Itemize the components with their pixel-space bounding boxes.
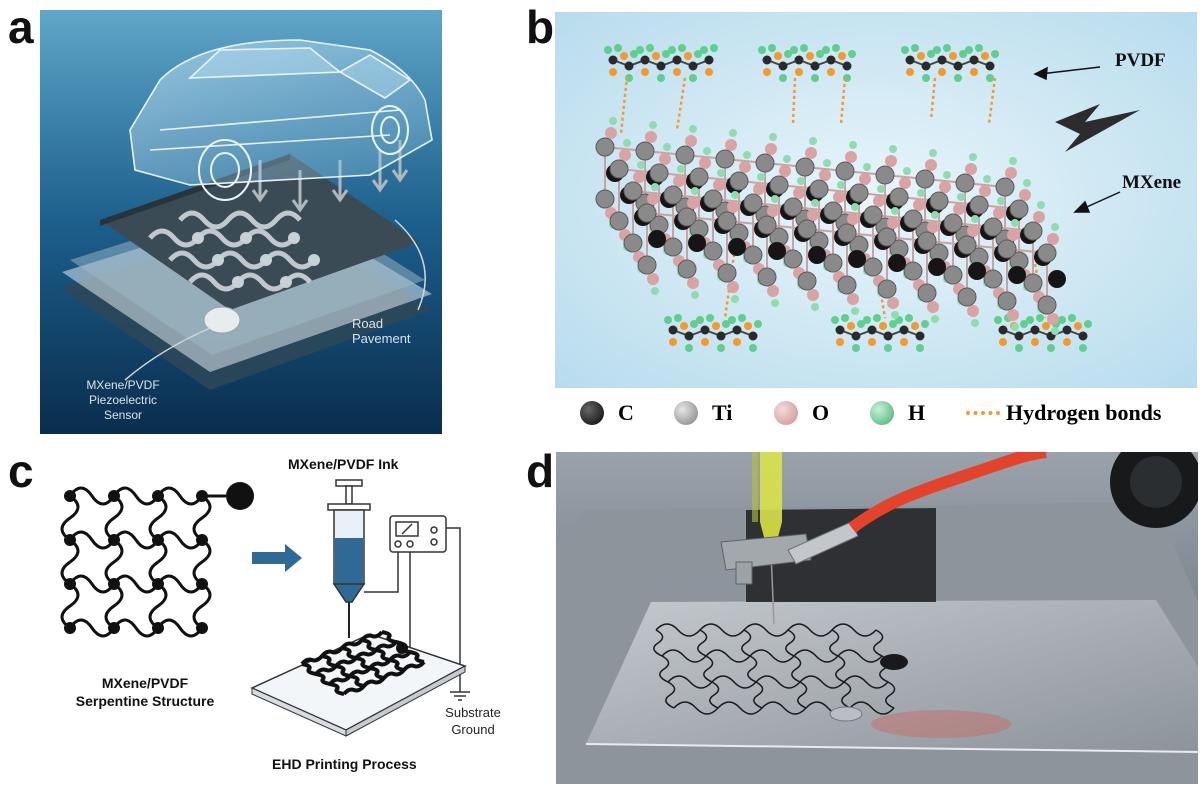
panel-c-illustration: MXene/PVDF Ink MXene/PVDF Serpentine Str… xyxy=(40,452,510,784)
legend-label-o: O xyxy=(812,400,830,425)
panel-c-svg xyxy=(60,479,470,737)
hydrogen-bonds-group xyxy=(619,75,1047,319)
sensor-label-line-1: MXene/PVDF xyxy=(86,378,160,392)
titanium-atom-icon xyxy=(674,401,698,425)
mxene-arrow-icon xyxy=(1073,191,1121,213)
solder-joint-icon xyxy=(829,706,863,722)
pvdf-arrow-icon xyxy=(1033,66,1101,81)
electrode-pad-icon xyxy=(880,654,908,670)
printed-pattern-icon xyxy=(300,630,426,696)
legend-label-ti: Ti xyxy=(712,400,733,425)
printed-serpentine-icon xyxy=(653,623,896,715)
legend-label-c: C xyxy=(618,400,634,425)
sensor-pad-icon xyxy=(203,306,241,334)
panel-d-letter: d xyxy=(526,445,555,497)
panel-d-photo xyxy=(556,452,1198,784)
red-reflection xyxy=(871,710,1011,738)
sensor-pointer-line xyxy=(124,327,211,381)
process-label: EHD Printing Process xyxy=(272,756,417,772)
alligator-clip-icon xyxy=(787,521,859,565)
panel-b-svg xyxy=(555,12,1197,388)
atom-legend: C Ti O H Hydrogen bonds xyxy=(572,396,1197,430)
glass-substrate xyxy=(586,600,1198,752)
circuit-wires xyxy=(364,527,461,692)
sensor-label-line-2: Piezoelectric xyxy=(88,393,158,407)
dark-plate xyxy=(746,508,936,602)
ink-label: MXene/PVDF Ink xyxy=(288,456,399,472)
substrate-label: Substrate Ground xyxy=(438,704,508,738)
substrate-label-line-2: Ground xyxy=(451,722,495,737)
pvdf-chains-group xyxy=(604,44,1092,352)
sensor-label-line-3: Sensor xyxy=(103,408,143,422)
serpentine-structure-icon xyxy=(60,486,226,638)
legend-label-h: H xyxy=(908,400,926,425)
oxygen-atom-icon xyxy=(774,401,798,425)
red-cable-icon xyxy=(848,452,1047,533)
legend-item-o: O xyxy=(774,400,829,426)
panel-b-illustration: PVDF MXene xyxy=(555,12,1197,388)
legend-label-hbond: Hydrogen bonds xyxy=(1006,400,1162,425)
hydrogen-bond-icon xyxy=(966,411,1000,415)
road-pointer-line xyxy=(394,219,426,311)
substrate-label-line-1: Substrate xyxy=(445,705,501,720)
structure-label: MXene/PVDF Serpentine Structure xyxy=(60,674,230,710)
car-wheel-icon xyxy=(198,105,409,201)
voltage-source-icon xyxy=(389,515,447,553)
sensor-label: MXene/PVDF Piezoelectric Sensor xyxy=(58,378,188,423)
panel-d-svg xyxy=(556,452,1198,784)
syringe-barrel-icon xyxy=(760,452,782,522)
nozzle-clamp-icon xyxy=(720,533,812,571)
legend-item-ti: Ti xyxy=(674,400,732,426)
lightning-icon xyxy=(1055,104,1140,152)
carbon-atom-icon xyxy=(580,401,604,425)
sensor-nodes-icon xyxy=(192,232,320,288)
hydrogen-atom-icon xyxy=(870,401,894,425)
panel-a-letter: a xyxy=(8,1,34,53)
legend-item-h: H xyxy=(870,400,925,426)
process-arrow-icon xyxy=(252,544,302,572)
structure-label-line-2: Serpentine Structure xyxy=(75,693,215,709)
panel-a-svg xyxy=(40,10,442,434)
legend-item-c: C xyxy=(580,400,634,426)
panel-c-letter: c xyxy=(8,445,34,497)
mxene-lattice-group xyxy=(595,117,1066,335)
mxene-label: MXene xyxy=(1122,172,1182,193)
ground-icon xyxy=(450,691,470,701)
pvdf-label: PVDF xyxy=(1115,50,1166,71)
contact-pad-icon xyxy=(226,482,254,510)
syringe-icon xyxy=(327,479,371,638)
structure-label-line-1: MXene/PVDF xyxy=(101,675,189,691)
legend-item-hbond: Hydrogen bonds xyxy=(966,400,1161,426)
panel-a-illustration: Road Pavement MXene/PVDF Piezoelectric S… xyxy=(40,10,442,434)
panel-b-letter: b xyxy=(526,1,555,53)
road-pavement-label: Road Pavement xyxy=(352,316,411,346)
